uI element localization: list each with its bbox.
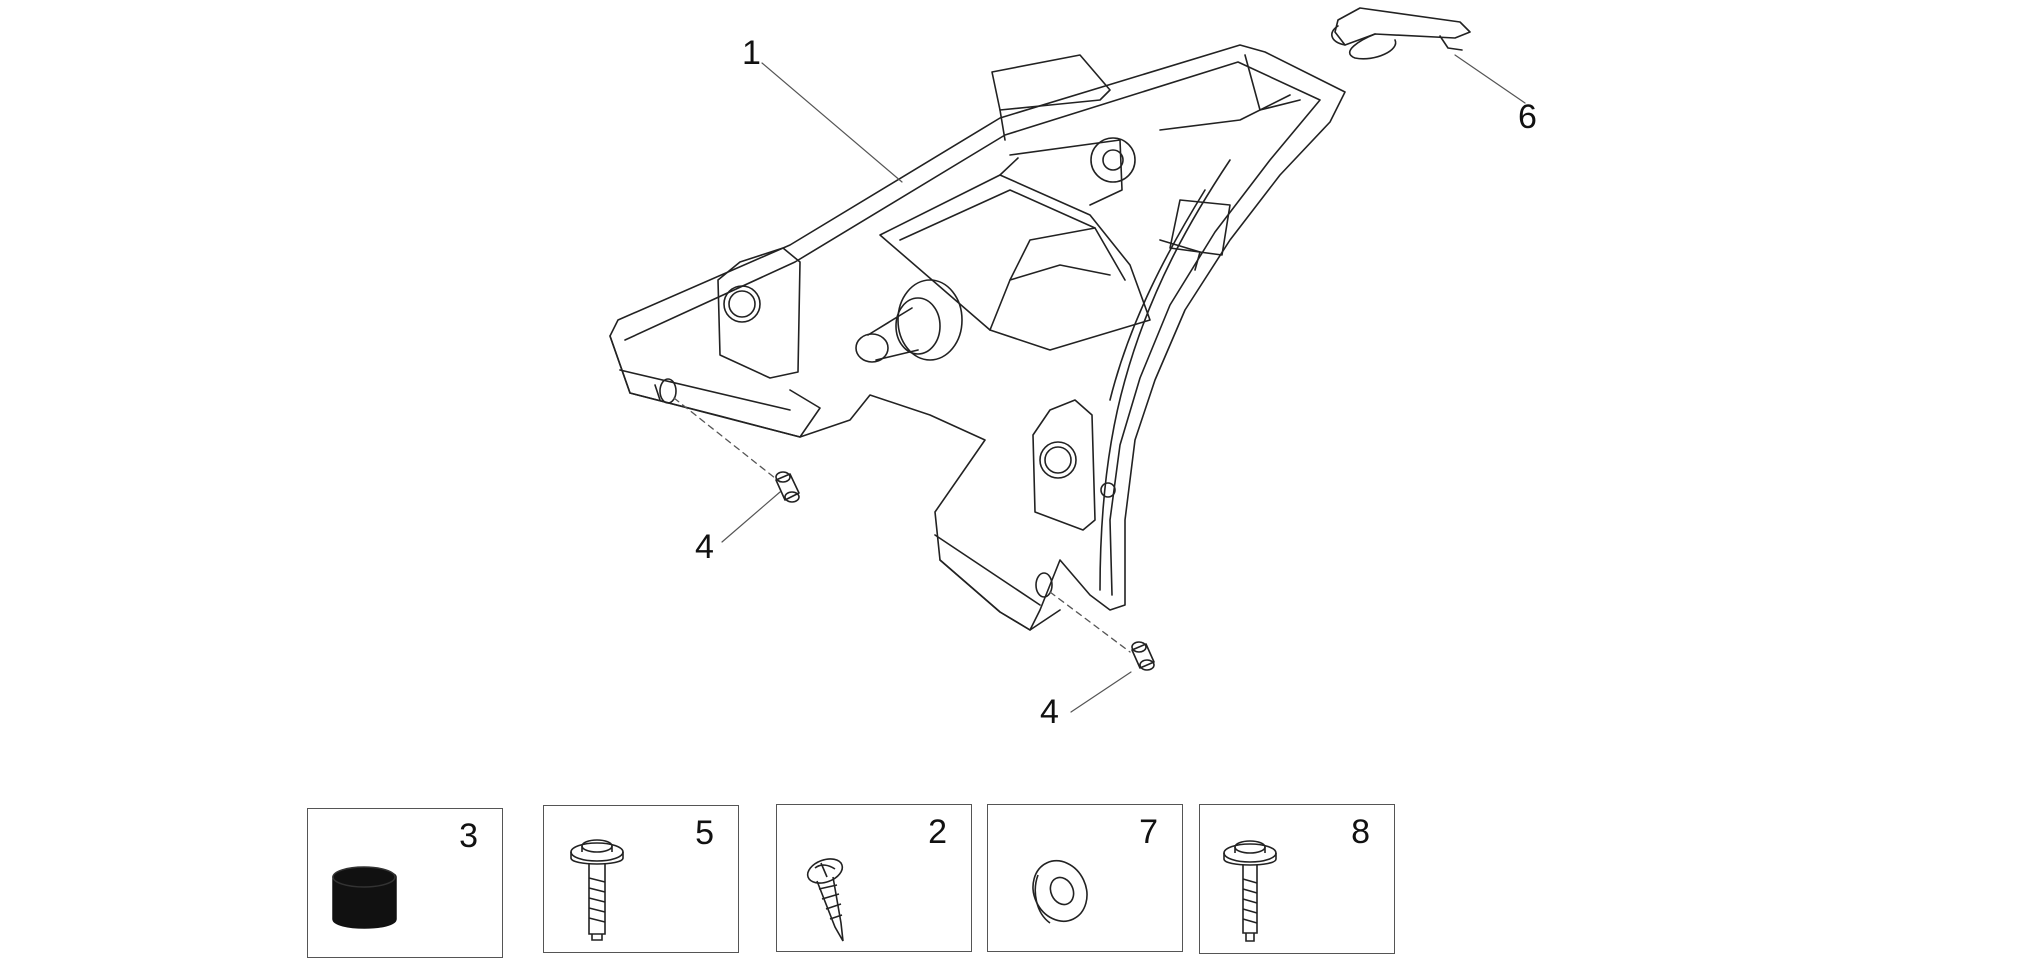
flanged-screw-icon [570, 839, 624, 941]
spacer-part-left [775, 471, 800, 503]
hardware-box-7: 7 [987, 804, 1183, 952]
box-number-8: 8 [1351, 813, 1370, 851]
spacer-part-right [1131, 641, 1155, 671]
washer-icon [1032, 860, 1088, 924]
box-number-2: 2 [928, 813, 947, 851]
callout-part-4-right: 4 [1040, 693, 1059, 731]
hardware-box-5: 5 [543, 805, 739, 953]
leader-lines [721, 54, 1526, 713]
box-number-3: 3 [459, 817, 478, 855]
callout-part-6: 6 [1518, 98, 1537, 136]
hardware-box-3: 3 [307, 808, 503, 958]
callout-part-4-left: 4 [695, 528, 714, 566]
self-tapping-screw-icon [806, 858, 844, 942]
spring-clip-part [1331, 7, 1471, 60]
callout-part-1: 1 [742, 34, 761, 72]
box-number-5: 5 [695, 814, 714, 852]
rubber-bush-icon [332, 866, 397, 929]
hardware-box-2: 2 [776, 804, 972, 952]
box-number-7: 7 [1139, 813, 1158, 851]
undertail-bracket-part [609, 44, 1346, 631]
flanged-screw-icon [1223, 840, 1277, 942]
assembly-dashes [673, 397, 1131, 653]
hardware-box-8: 8 [1199, 804, 1395, 954]
